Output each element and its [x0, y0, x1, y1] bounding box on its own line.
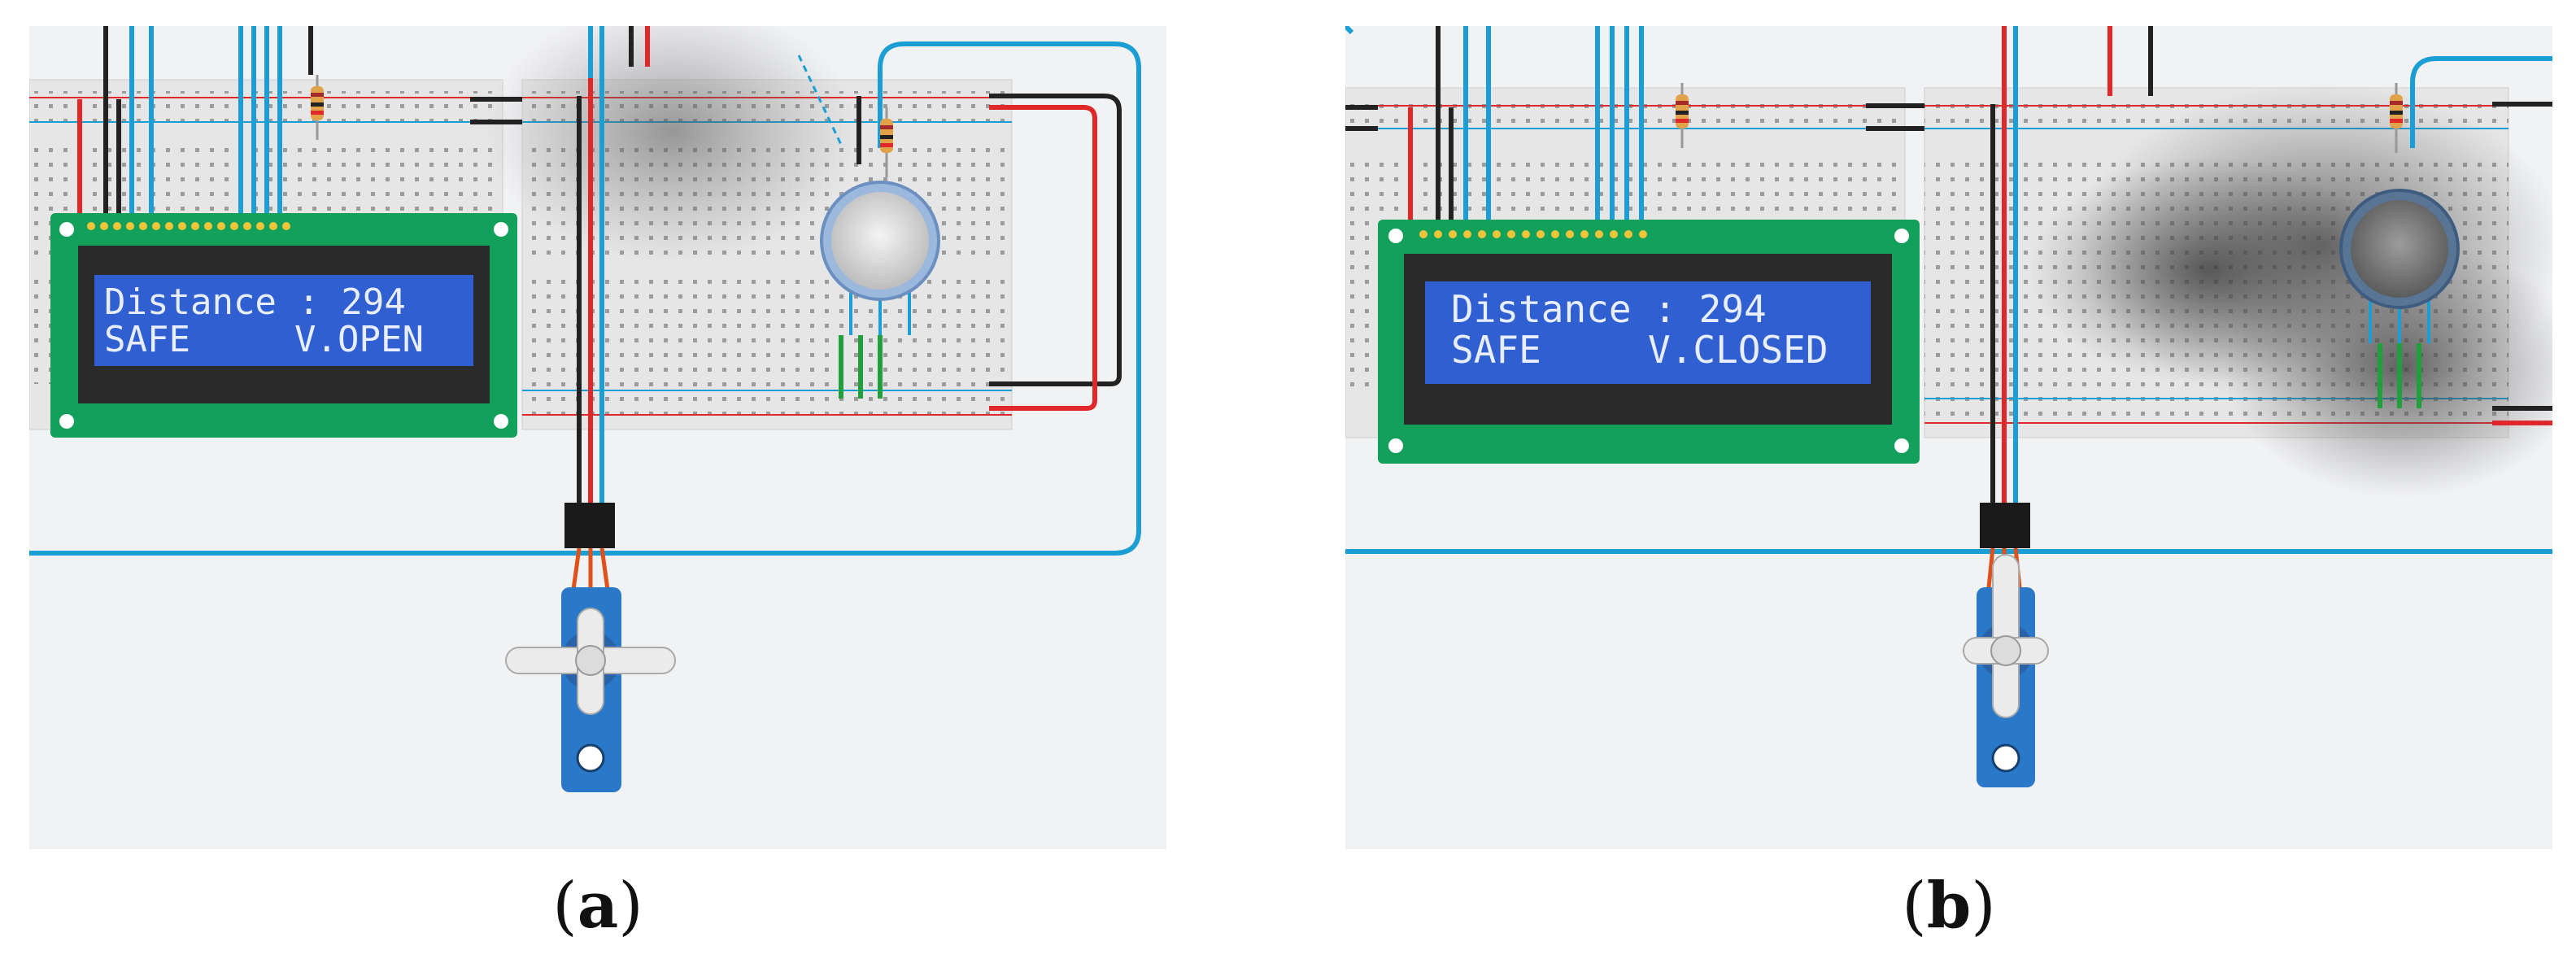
panel-a: Distance : 294 SAFE V.OPEN	[29, 26, 1166, 849]
caption-a: (a)	[552, 869, 643, 943]
smoke-cloud	[2029, 83, 2552, 498]
resistor-left	[1676, 83, 1689, 148]
servo-motor-a	[505, 503, 676, 792]
caption-b: (b)	[1902, 869, 1996, 943]
lcd-line-2-left: SAFE	[104, 319, 190, 360]
resistor-right	[880, 107, 893, 177]
resistor-left	[311, 75, 324, 140]
lcd-line-2-left: SAFE	[1451, 328, 1541, 372]
panel-b: Distance : 294 SAFE V.CLOSED	[1345, 26, 2552, 849]
lcd-line-2-right: V.OPEN	[294, 319, 424, 360]
gas-sensor	[2339, 189, 2460, 343]
circuit-diagram-a: Distance : 294 SAFE V.OPEN	[29, 26, 1141, 792]
gas-sensor	[820, 181, 940, 335]
lcd-line-2-right: V.CLOSED	[1648, 328, 1828, 372]
servo-motor-b	[1963, 503, 2049, 787]
lcd-module-b: Distance : 294 SAFE V.CLOSED	[1378, 220, 1920, 464]
resistor-right	[2390, 83, 2403, 153]
wires-top	[1345, 26, 2552, 554]
circuit-diagram-b: Distance : 294 SAFE V.CLOSED	[1345, 26, 2552, 787]
wires-right	[29, 41, 1141, 556]
lcd-line-1: Distance : 294	[1451, 287, 1767, 331]
lcd-line-1: Distance : 294	[104, 281, 406, 323]
servo-wires	[1990, 26, 2018, 506]
servo-wires	[577, 26, 604, 504]
lcd-module-a: Distance : 294 SAFE V.OPEN	[50, 213, 517, 438]
